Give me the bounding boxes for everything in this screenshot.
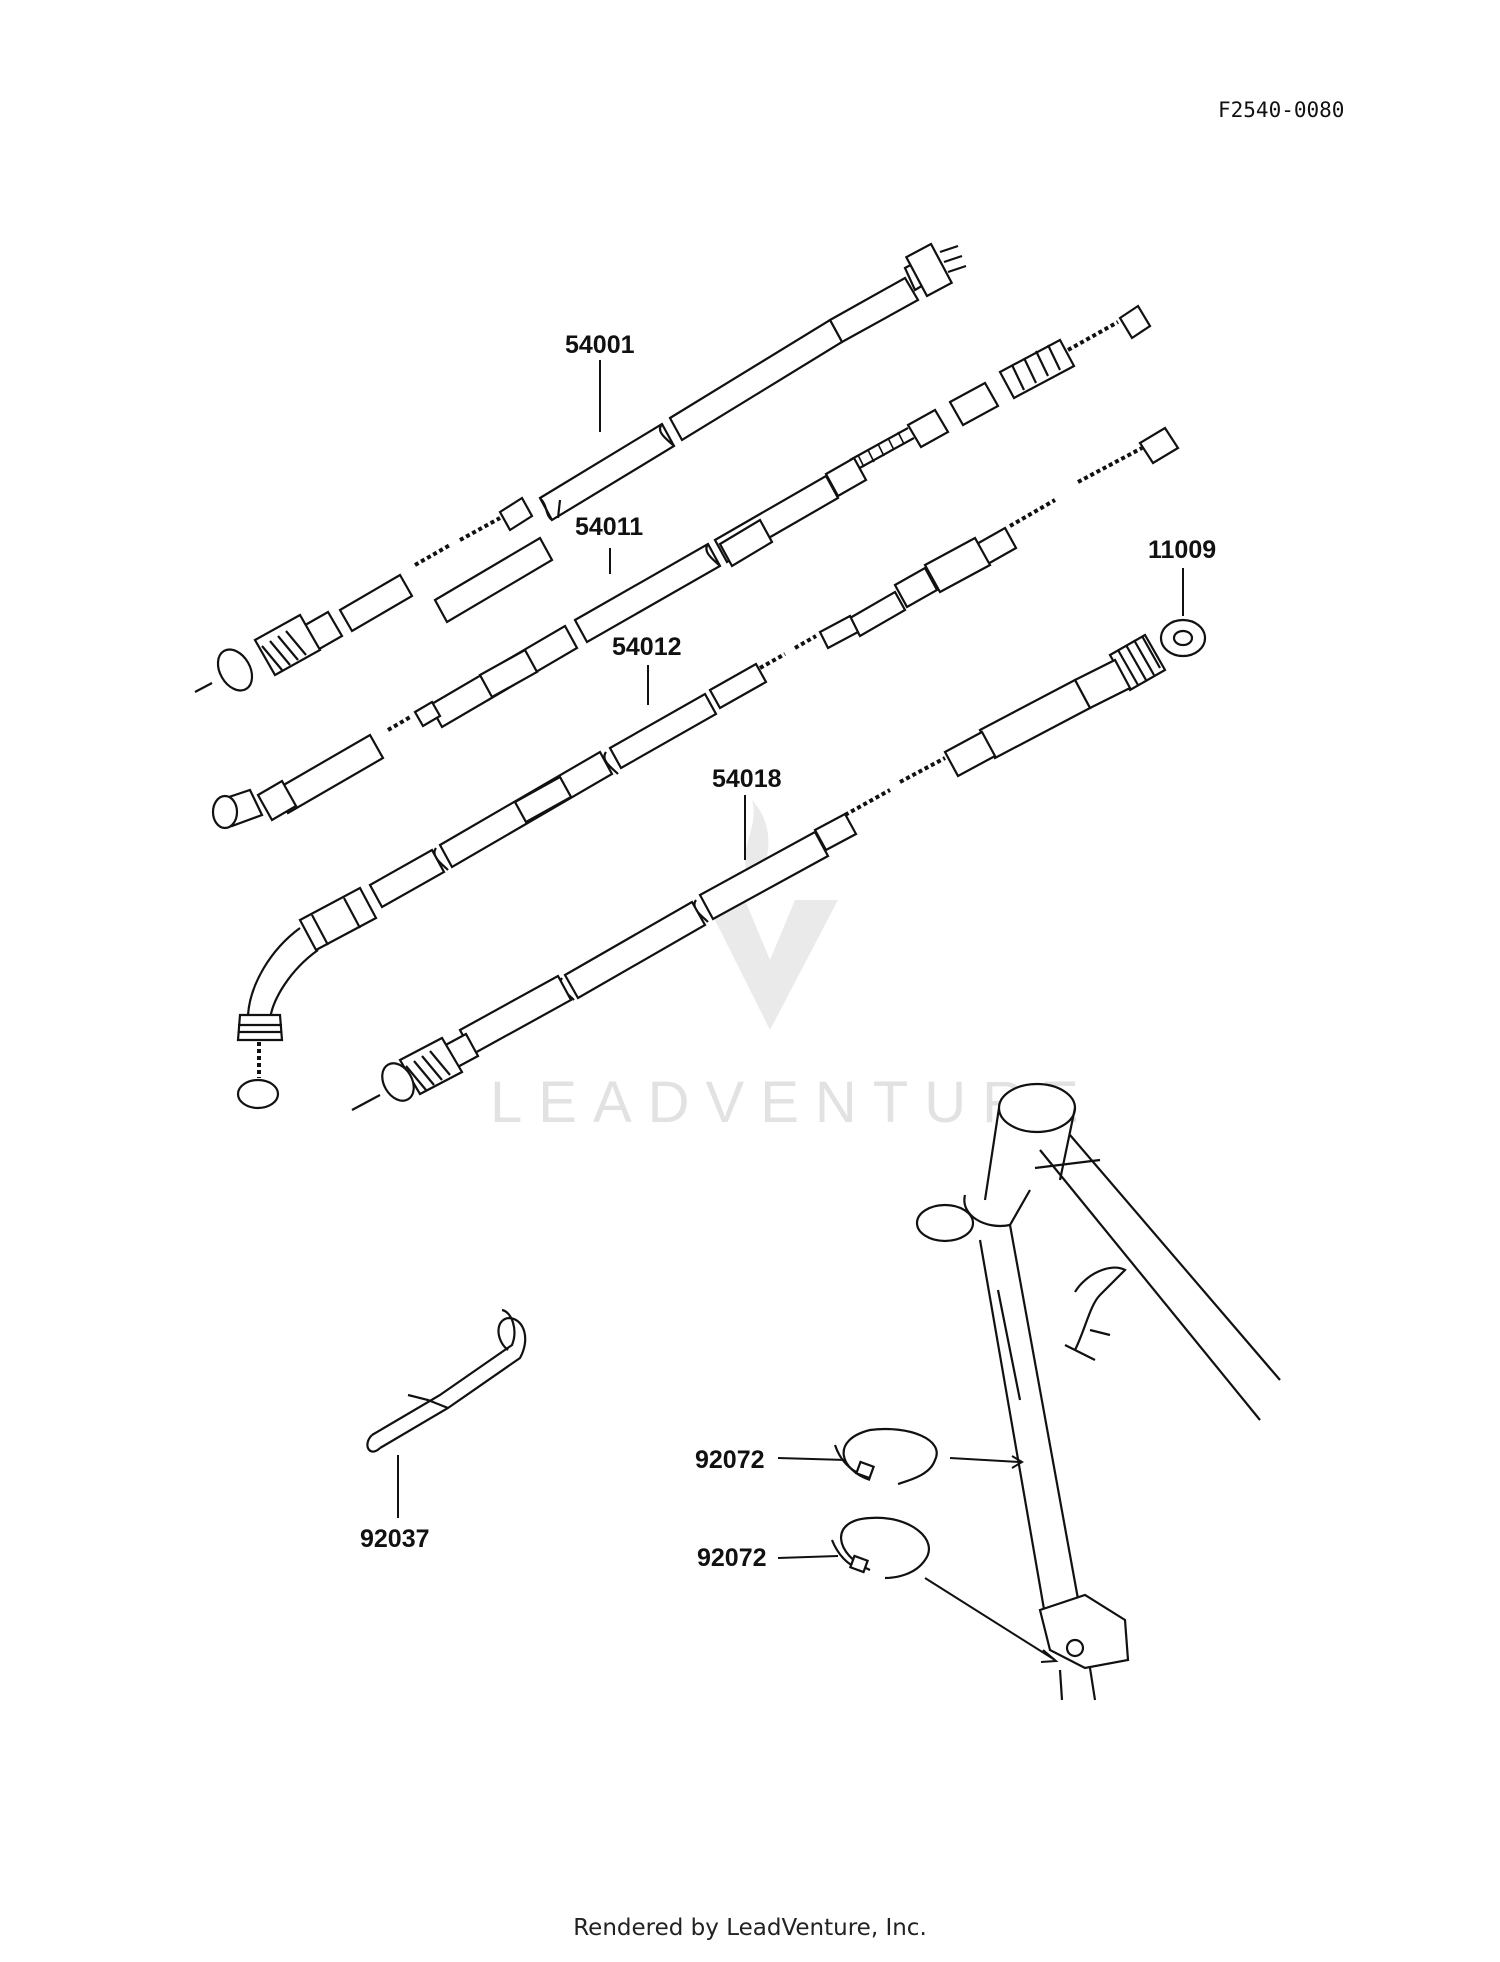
cable-54012[interactable] <box>236 426 1180 1110</box>
leader-lines <box>397 360 1184 1559</box>
part-label-54012: 54012 <box>612 633 682 661</box>
part-label-92072-lower: 92072 <box>697 1544 767 1572</box>
footer-credit: Rendered by LeadVenture, Inc. <box>573 1915 927 1941</box>
washer-11009[interactable] <box>1159 618 1207 658</box>
cable-54001[interactable] <box>194 242 967 697</box>
part-label-54018: 54018 <box>712 765 782 793</box>
diagram-ref-code: F2540-0080 <box>1218 98 1344 122</box>
frame-section <box>915 1082 1281 1701</box>
part-label-92072-upper: 92072 <box>695 1446 765 1474</box>
cable-54011[interactable] <box>211 304 1152 830</box>
clip-92037[interactable] <box>366 1308 527 1453</box>
part-label-54011: 54011 <box>575 513 643 541</box>
cable-54018[interactable] <box>351 633 1167 1111</box>
watermark-text: LEADVENTURE <box>490 1070 1095 1135</box>
part-label-54001: 54001 <box>565 331 635 359</box>
part-label-11009: 11009 <box>1148 536 1216 564</box>
clamp-92072-upper[interactable] <box>833 1428 1024 1486</box>
clamp-92072-lower[interactable] <box>830 1516 1059 1663</box>
part-label-92037: 92037 <box>360 1525 430 1553</box>
